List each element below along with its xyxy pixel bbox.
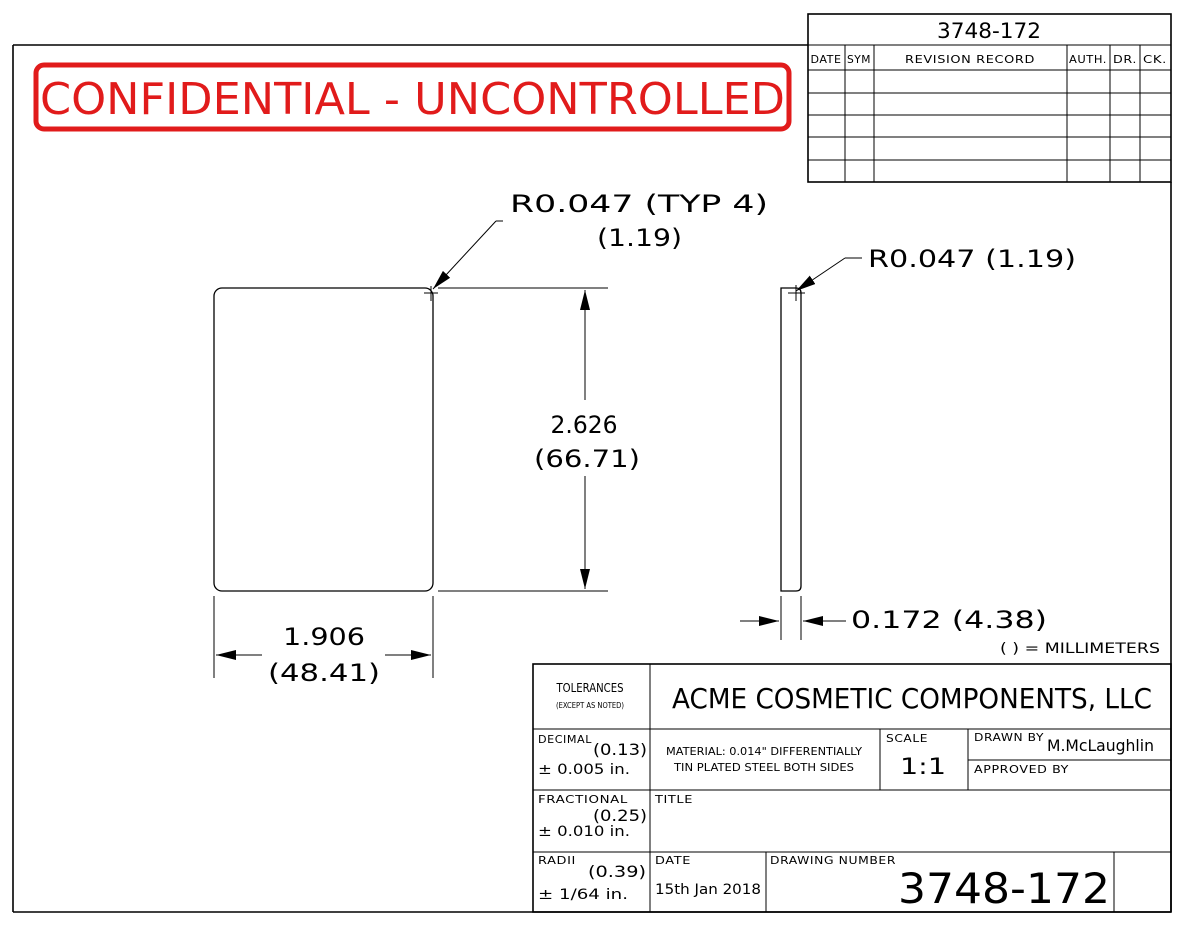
width-inch-label: 1.906 <box>283 623 365 651</box>
date-label: DATE <box>655 855 691 867</box>
material-line-1: MATERIAL: 0.014" DIFFERENTIALLY <box>666 745 862 758</box>
height-mm-label: (66.71) <box>534 445 640 473</box>
revision-block: 3748-172 DATE SYM REVISION RECORD AUTH. … <box>807 13 1172 183</box>
rev-col-date: DATE <box>811 54 842 66</box>
revision-drawing-number: 3748-172 <box>937 19 1041 43</box>
radius-leader-side <box>795 257 862 292</box>
width-mm-label: (48.41) <box>268 659 380 687</box>
radii-mm: (0.39) <box>588 862 646 881</box>
drawn-by-label: DRAWN BY <box>974 732 1044 744</box>
rev-col-sym: SYM <box>847 54 871 66</box>
width-dimension <box>213 596 434 678</box>
title-block <box>532 663 1172 913</box>
radius-side-label: R0.047 (1.19) <box>868 245 1076 273</box>
decimal-tolerance: ± 0.005 in. <box>538 762 630 778</box>
fractional-label: FRACTIONAL <box>538 794 628 806</box>
drawing-number: 3748-172 <box>898 864 1110 913</box>
decimal-mm: (0.13) <box>593 740 647 759</box>
confidential-label: CONFIDENTIAL - UNCONTROLLED <box>40 74 785 125</box>
rev-col-dr: DR. <box>1113 54 1137 66</box>
rev-col-ck: CK. <box>1143 54 1167 66</box>
drawing-number-label: DRAWING NUMBER <box>770 855 896 867</box>
radii-tolerance: ± 1/64 in. <box>538 887 628 903</box>
fractional-mm: (0.25) <box>593 806 647 825</box>
confidential-stamp: CONFIDENTIAL - UNCONTROLLED <box>33 62 792 132</box>
radius-typ-mm-label: (1.19) <box>597 224 682 252</box>
rev-col-record: REVISION RECORD <box>905 54 1035 66</box>
height-inch-label: 2.626 <box>551 411 618 439</box>
height-dimension <box>438 287 608 592</box>
date-value: 15th Jan 2018 <box>655 882 761 898</box>
approved-by-label: APPROVED BY <box>974 764 1069 776</box>
tolerances-label: TOLERANCES <box>556 680 624 695</box>
scale-value: 1:1 <box>900 755 946 780</box>
thickness-label: 0.172 (4.38) <box>851 606 1047 634</box>
decimal-label: DECIMAL <box>538 734 592 746</box>
rev-col-auth: AUTH. <box>1069 54 1107 66</box>
scale-label: SCALE <box>886 733 928 745</box>
drawn-by-name: M.McLaughlin <box>1047 736 1154 755</box>
fractional-tolerance: ± 0.010 in. <box>538 824 630 840</box>
side-view <box>780 285 805 592</box>
title-label: TITLE <box>654 794 693 806</box>
sheet-border <box>12 44 1172 913</box>
front-view <box>213 286 438 592</box>
company-name: ACME COSMETIC COMPONENTS, LLC <box>672 682 1152 715</box>
except-label: (EXCEPT AS NOTED) <box>556 701 624 710</box>
units-note: ( ) = MILLIMETERS <box>1000 641 1160 657</box>
material-line-2: TIN PLATED STEEL BOTH SIDES <box>673 761 854 774</box>
radius-leader-front <box>432 220 503 290</box>
radii-label: RADII <box>538 855 576 867</box>
radius-typ-label: R0.047 (TYP 4) <box>510 190 768 218</box>
thickness-dimension <box>740 596 846 640</box>
